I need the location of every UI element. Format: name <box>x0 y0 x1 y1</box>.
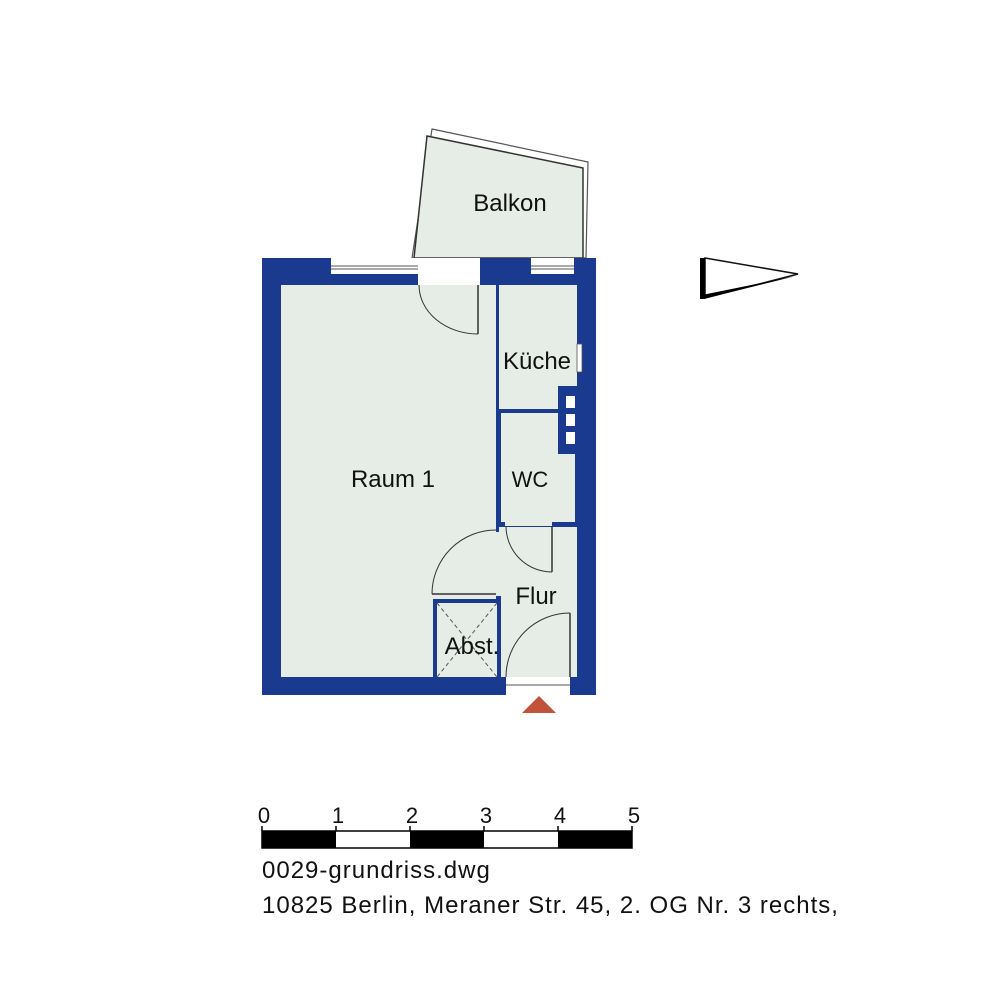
scale-bar-label: 5 <box>628 803 640 828</box>
scale-bar-segment <box>336 831 410 848</box>
wall-room1-kitchen-upper <box>496 285 499 325</box>
storage-cross-line <box>436 602 498 678</box>
door-wc-opening <box>505 522 552 526</box>
wall-wc-right <box>575 409 579 526</box>
door-room-1 <box>431 529 501 596</box>
duct-opening <box>566 414 575 426</box>
north-arrow-icon <box>700 257 799 299</box>
door-room-1-opening <box>496 532 501 596</box>
scale-bar-segment <box>484 831 558 848</box>
scale-bar: 0 1 2 3 4 5 <box>258 803 640 849</box>
room-label-hallway: Flur <box>515 583 556 610</box>
scale-bar-label: 0 <box>258 803 270 828</box>
scale-bar-ticks <box>261 826 633 831</box>
window-kitchen-side <box>576 343 583 373</box>
room-label-wc: WC <box>512 467 549 492</box>
scale-bar-label: 1 <box>332 803 344 828</box>
wall-storage-left <box>433 599 437 677</box>
entrance-door-opening <box>506 677 570 695</box>
scale-bar-labels: 0 1 2 3 4 5 <box>258 803 640 828</box>
scale-bar-segment <box>262 831 336 848</box>
door-room-1-swing <box>431 529 497 595</box>
windows <box>331 258 583 373</box>
storage-cross-line <box>436 602 498 678</box>
room-label-room-1: Raum 1 <box>351 466 435 493</box>
north-arrow-shadow <box>702 276 796 299</box>
scale-bar-outline <box>261 830 633 849</box>
caption-filename: 0029-grundriss.dwg <box>262 857 491 884</box>
room-label-balcony: Balkon <box>473 190 546 217</box>
entrance-triangle-icon <box>522 696 556 713</box>
wall-storage-right <box>497 596 501 677</box>
wall-storage-top <box>433 599 501 603</box>
duct-opening <box>566 396 575 408</box>
balcony-door-opening <box>418 258 480 285</box>
floor-areas <box>281 285 577 677</box>
balcony-door-swing <box>418 284 479 335</box>
scale-bar-label: 3 <box>480 803 492 828</box>
room-label-storage: Abst. <box>445 633 500 660</box>
door-wc <box>505 522 553 573</box>
scale-bar-label: 2 <box>406 803 418 828</box>
floor-hallway <box>499 527 577 677</box>
north-arrow-bar <box>700 258 705 299</box>
duct-opening <box>566 432 575 444</box>
balcony <box>411 128 589 259</box>
storage-cross <box>436 602 498 678</box>
wall-room1-wc <box>497 409 501 526</box>
entrance-door <box>505 612 571 695</box>
scale-bar-segments <box>262 831 632 848</box>
balcony-door <box>418 258 480 335</box>
caption-address: 10825 Berlin, Meraner Str. 45, 2. OG Nr.… <box>262 892 839 919</box>
door-wc-swing <box>505 525 553 573</box>
floor-storage <box>436 603 498 677</box>
wall-kitchen-wc <box>497 409 577 413</box>
room-label-kitchen: Küche <box>503 348 571 375</box>
scale-bar-label: 4 <box>554 803 566 828</box>
ventilation-duct-openings <box>566 396 575 444</box>
scale-bar-segment <box>410 831 484 848</box>
scale-bar-segment <box>558 831 632 848</box>
entrance-door-swing <box>505 612 571 678</box>
